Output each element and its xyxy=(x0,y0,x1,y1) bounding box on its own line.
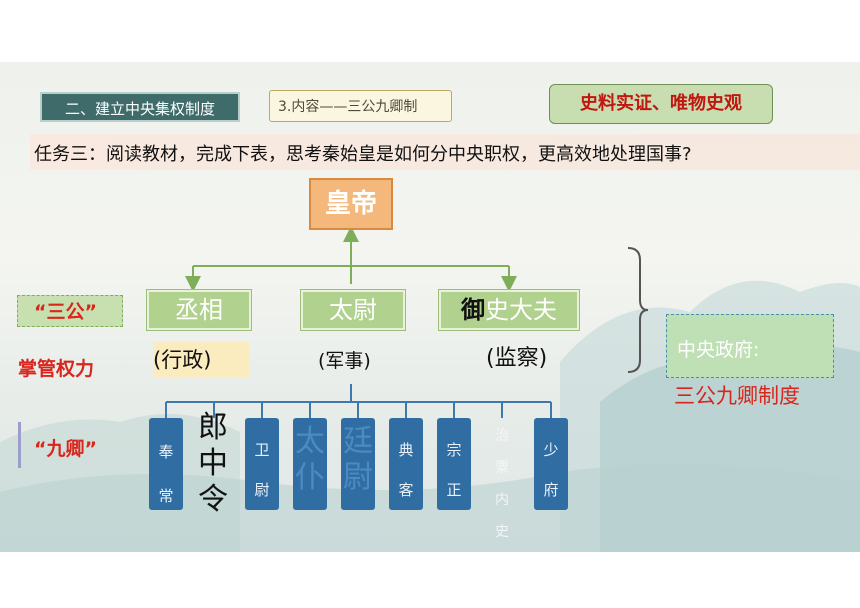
minister-zongzheng-label: 宗正 xyxy=(437,430,471,510)
duke-grand-commandant: 太尉 xyxy=(300,289,406,331)
connector-lines xyxy=(165,226,552,418)
minister-weiwei: 卫尉 xyxy=(245,418,279,510)
duty-supervision: (监察) xyxy=(486,346,548,371)
minister-weiwei-label: 卫尉 xyxy=(245,430,279,510)
minister-zhisuneishi-text: 治粟内史 xyxy=(495,428,509,540)
right-brace xyxy=(627,247,649,373)
minister-tingwei: 廷尉 xyxy=(341,418,375,510)
duke-chancellor: 丞相 xyxy=(146,289,252,331)
method-tag: 史料实证、唯物史观 xyxy=(549,84,773,124)
duke-imperial-secretary-first: 御 xyxy=(461,296,485,324)
minister-zongzheng: 宗正 xyxy=(437,418,471,510)
minister-shaofu-label: 少府 xyxy=(534,430,568,510)
duke-imperial-secretary: 御史大夫 xyxy=(438,289,580,331)
minister-fengchang: 奉常 xyxy=(149,418,183,510)
minister-fengchang-text: 奉常 xyxy=(158,443,174,505)
sub-title: 3.内容——三公九卿制 xyxy=(269,90,452,122)
central-gov-system: 三公九卿制度 xyxy=(674,384,800,408)
task-banner: 任务三：阅读教材，完成下表，思考秦始皇是如何分中央职权，更高效地处理国事? xyxy=(30,134,860,170)
minister-tingwei-text: 廷尉 xyxy=(343,424,373,495)
powers-label: 掌管权力 xyxy=(18,358,95,380)
duty-administration: (行政) xyxy=(153,342,249,378)
minister-langzhongling-text: 郎中令 xyxy=(198,410,228,517)
minister-zhisuneishi: 治粟内史 xyxy=(485,418,519,540)
three-dukes-label-box xyxy=(17,295,123,327)
minister-zhisuneishi-label: 治粟内史 xyxy=(485,420,519,548)
minister-taipu: 太仆 xyxy=(293,418,327,510)
minister-fengchang-label: 奉常 xyxy=(149,430,183,518)
minister-weiwei-text: 卫尉 xyxy=(254,441,270,499)
minister-langzhongling: 郎中令 xyxy=(196,410,232,517)
slide: 二、建立中央集权制度 3.内容——三公九卿制 史料实证、唯物史观 任务三：阅读教… xyxy=(0,62,860,552)
nine-ministers-marker xyxy=(18,422,21,468)
emperor-box: 皇帝 xyxy=(309,178,393,230)
minister-taipu-text: 太仆 xyxy=(295,424,325,495)
duke-imperial-secretary-rest: 史大夫 xyxy=(485,296,557,324)
minister-dianke-label: 典客 xyxy=(389,430,423,510)
nine-ministers-label: “九卿” xyxy=(34,438,97,460)
three-dukes-label: “三公” xyxy=(34,301,97,323)
central-gov-label: 中央政府: xyxy=(677,339,760,361)
minister-shaofu-text: 少府 xyxy=(543,441,559,499)
minister-dianke-text: 典客 xyxy=(398,441,414,499)
minister-shaofu: 少府 xyxy=(534,418,568,510)
section-title: 二、建立中央集权制度 xyxy=(40,92,240,122)
task-text: 任务三：阅读教材，完成下表，思考秦始皇是如何分中央职权，更高效地处理国事? xyxy=(34,144,692,165)
duty-military: (军事) xyxy=(318,350,371,372)
minister-dianke: 典客 xyxy=(389,418,423,510)
central-gov-box: 中央政府: xyxy=(666,314,834,378)
minister-zongzheng-text: 宗正 xyxy=(446,441,462,499)
